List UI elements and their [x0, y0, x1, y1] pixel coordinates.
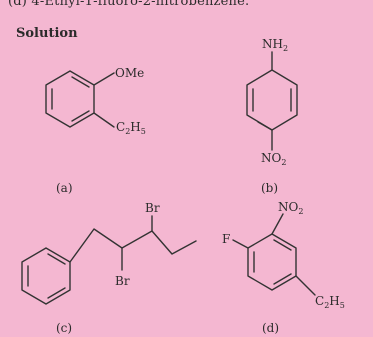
structure-d-f-label: F [222, 232, 230, 246]
structure-a-ome-bond [93, 72, 115, 86]
structure-d-ethyl-bond [295, 275, 316, 296]
structure-d-no2-label: NO2 [278, 200, 303, 216]
solution-heading: Solution [16, 26, 78, 41]
structure-d-double-bond-3 [273, 273, 292, 285]
structure-d-f-bond [232, 239, 249, 249]
structure-a-ome-label: OMe [115, 66, 144, 80]
structure-b-ring [246, 69, 298, 131]
structure-b: NH2 NO2 (b) [246, 37, 298, 195]
structure-c-double-bond-3 [47, 287, 66, 299]
structure-c-chain [69, 228, 197, 263]
structure-a-double-bond-2 [71, 76, 90, 88]
structure-d: NO2 F C2H5 (d) [222, 200, 345, 335]
structure-a: OMe C2H5 (a) [45, 66, 146, 195]
structure-c-br-top-label: Br [145, 201, 160, 215]
structure-a-ethyl-bond [93, 112, 115, 128]
structure-c-br-bottom-label: Br [115, 274, 130, 288]
structure-c-label: (c) [56, 321, 72, 335]
structure-b-double-bond-3 [257, 121, 273, 131]
structure-a-label: (a) [56, 181, 73, 195]
structure-d-no2-bond [271, 213, 284, 235]
structure-b-nh2-label: NH2 [262, 37, 288, 53]
structure-a-ethyl-label: C2H5 [116, 120, 146, 136]
structure-d-label: (d) [262, 321, 279, 335]
structure-d-ethyl-label: C2H5 [315, 294, 345, 310]
structure-c-ring [21, 247, 71, 305]
structure-a-double-bond-3 [71, 110, 90, 122]
structure-c: Br Br (c) [21, 201, 197, 335]
structure-b-no2-label: NO2 [261, 151, 286, 167]
structure-a-ring [45, 70, 95, 128]
question-tail-text: (d) 4-Ethyl-1-fluoro-2-nitrobenzene. [8, 0, 250, 9]
structure-d-ring [247, 233, 297, 291]
structure-c-double-bond-2 [47, 253, 66, 265]
structure-b-label: (b) [261, 181, 278, 195]
structure-d-double-bond-2 [273, 239, 292, 251]
